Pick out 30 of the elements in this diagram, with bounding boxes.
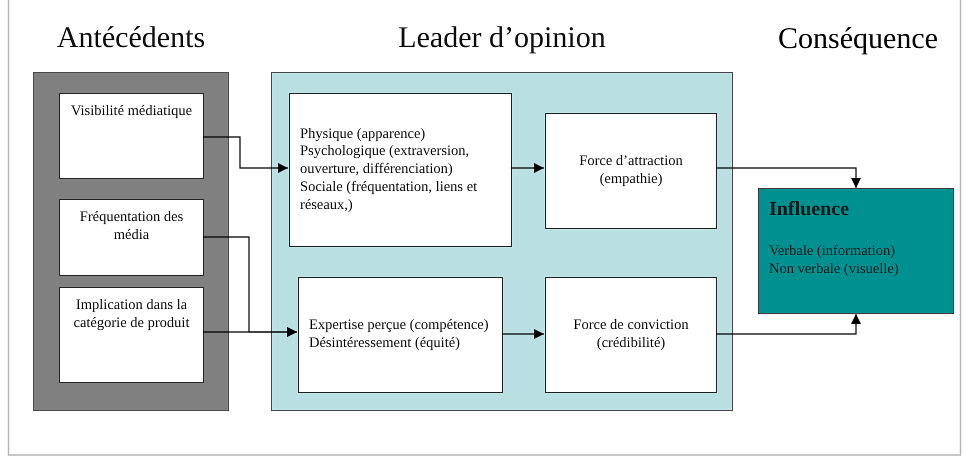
box-text: Implication dans la catégorie de produit	[72, 297, 190, 332]
arrow	[716, 167, 861, 188]
text-box	[545, 277, 717, 393]
box-text: Physique (apparence)	[300, 126, 426, 144]
text-box	[59, 287, 204, 383]
box-text: Sociale (fréquentation, liens et réseaux,)	[300, 178, 478, 214]
arrow	[203, 136, 288, 173]
arrow	[502, 329, 544, 339]
text-box	[59, 93, 204, 179]
box-heading: Influence	[769, 197, 849, 222]
text-box	[545, 113, 717, 229]
box-text: Force d’attraction (empathie)	[578, 153, 684, 189]
box-text: Non verbale (visuelle)	[769, 261, 899, 279]
box-text: Désintéressement (équité)	[309, 335, 460, 353]
box-text: Expertise perçue (compétence)	[309, 317, 489, 335]
text-box	[298, 277, 503, 393]
text-box	[289, 93, 512, 247]
arrow	[716, 314, 861, 335]
text-box	[59, 199, 204, 276]
column-heading: Conséquence	[777, 22, 939, 56]
box-text: Psychologique (extraversion, ouverture, différenciation)	[300, 143, 470, 179]
group-heading: Leader d’opinion	[397, 21, 607, 55]
arrow	[511, 163, 544, 173]
group-heading: Antécédents	[56, 21, 206, 55]
box-text: Force de conviction (crédibilité)	[572, 317, 690, 353]
box-text: Visibilité médiatique	[70, 103, 192, 121]
box-text: Fréquentation des média	[78, 209, 184, 244]
result-box	[758, 188, 954, 314]
arrow	[203, 327, 297, 337]
box-text: Verbale (information)	[769, 243, 896, 262]
